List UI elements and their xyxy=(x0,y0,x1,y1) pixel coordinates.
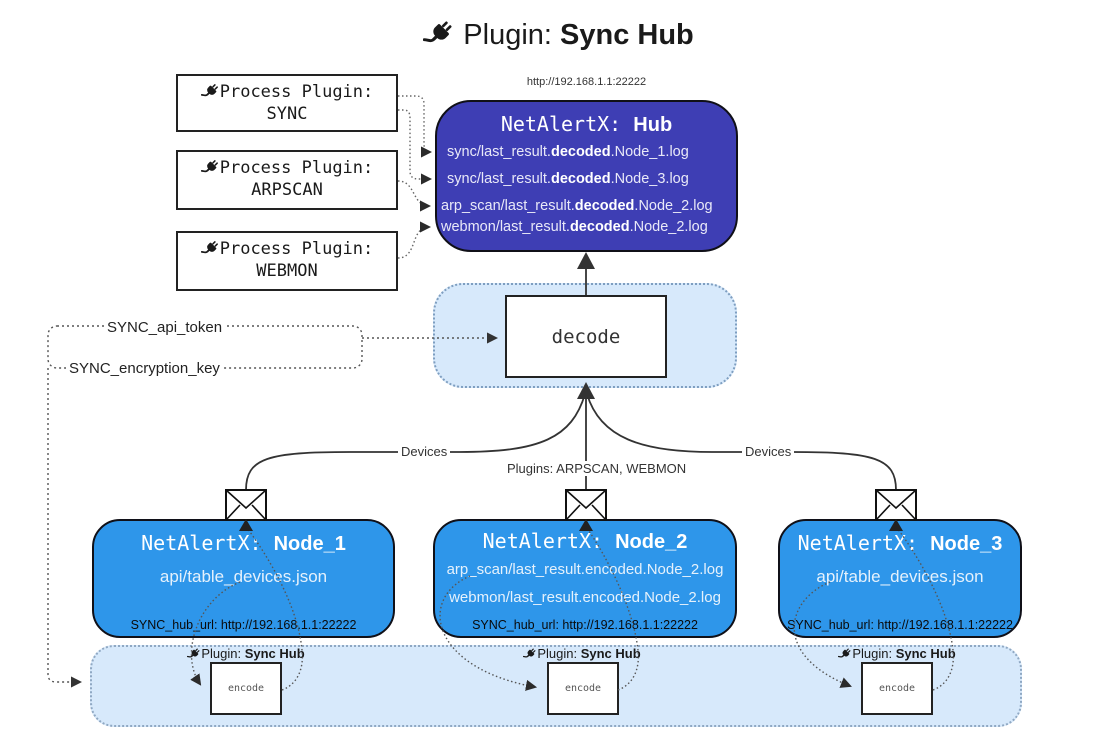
plug-icon xyxy=(200,239,220,259)
page-title-label: Plugin: xyxy=(463,19,552,51)
hub-file-line: sync/last_result.decoded.Node_3.log xyxy=(447,171,689,187)
plug-icon xyxy=(187,646,201,661)
process-plugin-name: WEBMON xyxy=(256,261,318,281)
encode-box-node2: encode xyxy=(547,662,619,715)
process-plugin-label: Process Plugin: xyxy=(219,239,374,259)
plug-icon xyxy=(423,19,455,51)
node2-file: webmon/last_result.encoded.Node_2.log xyxy=(449,589,721,606)
process-plugin-webmon: Process Plugin: WEBMON xyxy=(176,231,398,291)
process-plugin-label: Process Plugin: xyxy=(219,82,374,102)
page-title-name: Sync Hub xyxy=(560,19,694,51)
process-plugin-arpscan: Process Plugin: ARPSCAN xyxy=(176,150,398,210)
encode-box-node3: encode xyxy=(861,662,933,715)
page-title: Plugin: Sync Hub xyxy=(0,18,1117,52)
encode-plugin-label: Plugin: Sync Hub xyxy=(171,646,321,661)
process-plugin-name: SYNC xyxy=(266,104,308,124)
hub-file-line: sync/last_result.decoded.Node_1.log xyxy=(447,144,689,160)
encode-plugin-label: Plugin: Sync Hub xyxy=(507,646,657,661)
hub-url: http://192.168.1.1:22222 xyxy=(526,76,647,88)
decode-label: decode xyxy=(551,325,621,348)
encode-box-node1: encode xyxy=(210,662,282,715)
plugin-to-hub-wires xyxy=(397,95,433,259)
hub-title-label: NetAlertX: xyxy=(500,112,622,136)
node3-file: api/table_devices.json xyxy=(816,567,984,586)
plug-icon xyxy=(200,82,220,102)
plug-icon xyxy=(200,158,220,178)
node3-title: NetAlertX: Node_3 xyxy=(797,531,1003,555)
sync-api-token-label: SYNC_api_token xyxy=(104,319,226,336)
node1-box xyxy=(92,519,395,638)
node1-file: api/table_devices.json xyxy=(159,567,328,586)
process-plugin-sync: Process Plugin: SYNC xyxy=(176,74,398,132)
node1-title: NetAlertX: Node_1 xyxy=(141,531,346,555)
arrow-into-hub xyxy=(577,252,595,269)
devices-label-left: Devices xyxy=(398,444,451,459)
hub-file-line: webmon/last_result.decoded.Node_2.log xyxy=(441,219,708,235)
plugins-edge-label: Plugins: ARPSCAN, WEBMON xyxy=(504,461,690,476)
hub-title: NetAlertX: Hub xyxy=(435,112,738,137)
node2-hub-url: SYNC_hub_url: http://192.168.1.1:22222 xyxy=(472,618,698,632)
hub-title-name: Hub xyxy=(633,114,673,136)
node2-title: NetAlertX: Node_2 xyxy=(482,529,688,553)
devices-label-right: Devices xyxy=(742,444,795,459)
plug-icon xyxy=(523,646,537,661)
hub-file-line: arp_scan/last_result.decoded.Node_2.log xyxy=(441,198,713,214)
process-plugin-label: Process Plugin: xyxy=(219,158,374,178)
node2-file: arp_scan/last_result.encoded.Node_2.log xyxy=(446,561,724,578)
node3-hub-url: SYNC_hub_url: http://192.168.1.1:22222 xyxy=(787,618,1013,632)
encode-plugin-label: Plugin: Sync Hub xyxy=(822,646,972,661)
plug-icon xyxy=(838,646,852,661)
process-plugin-name: ARPSCAN xyxy=(251,180,323,200)
decode-box: decode xyxy=(505,295,667,378)
sync-encryption-key-label: SYNC_encryption_key xyxy=(66,360,223,377)
node1-hub-url: SYNC_hub_url: http://192.168.1.1:22222 xyxy=(130,618,357,632)
hub-box xyxy=(435,100,738,252)
